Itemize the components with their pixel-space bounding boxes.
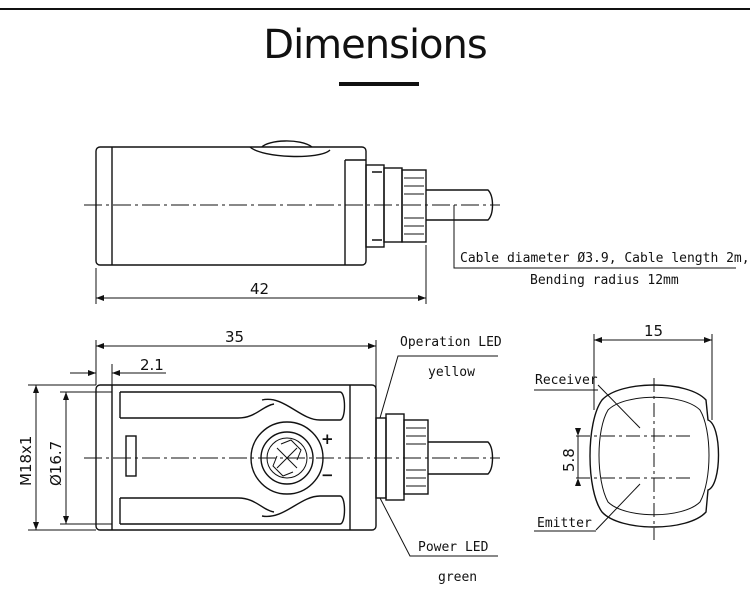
receiver-label: Receiver [535,373,598,388]
front-body-outline [589,384,720,528]
dim-15-label: 15 [644,322,663,340]
side-connector-nut [403,419,429,495]
side-window [125,435,137,477]
dim-2-1-label: 2.1 [140,356,164,374]
power-led-leader [379,497,498,557]
top-connector-nut [401,169,427,243]
minus-sign: − [321,466,334,484]
top-connector-base [365,164,385,248]
dim-35-label: 35 [225,328,244,346]
top-rule [0,8,750,10]
dim-5-8-label: 5.8 [560,448,578,472]
cable-note-line2: Bending radius 12mm [530,273,679,288]
power-led-color: green [438,570,477,585]
top-view [84,140,736,304]
side-connector-base [385,413,405,501]
top-bump [261,140,313,148]
plus-sign: + [321,430,334,448]
side-view: + − [28,340,500,557]
cable-note-line1: Cable diameter Ø3.9, Cable length 2m, [460,251,750,266]
operation-led-leader [379,355,498,419]
page-title: Dimensions [263,22,487,68]
dim-16-7-label: Ø16.7 [47,441,65,486]
dim-42-label: 42 [250,280,269,298]
front-view [534,334,720,540]
emitter-leader [595,483,641,531]
operation-led-color: yellow [428,365,475,380]
receiver-leader [597,384,641,429]
front-lens [598,396,710,516]
dim-m18-label: M18x1 [17,436,35,486]
cable-note-leader [453,205,736,269]
title-underline [339,82,419,86]
emitter-label: Emitter [537,516,592,531]
operation-led-label: Operation LED [400,335,502,350]
top-body-outline [95,146,367,266]
power-led-label: Power LED [418,540,489,555]
